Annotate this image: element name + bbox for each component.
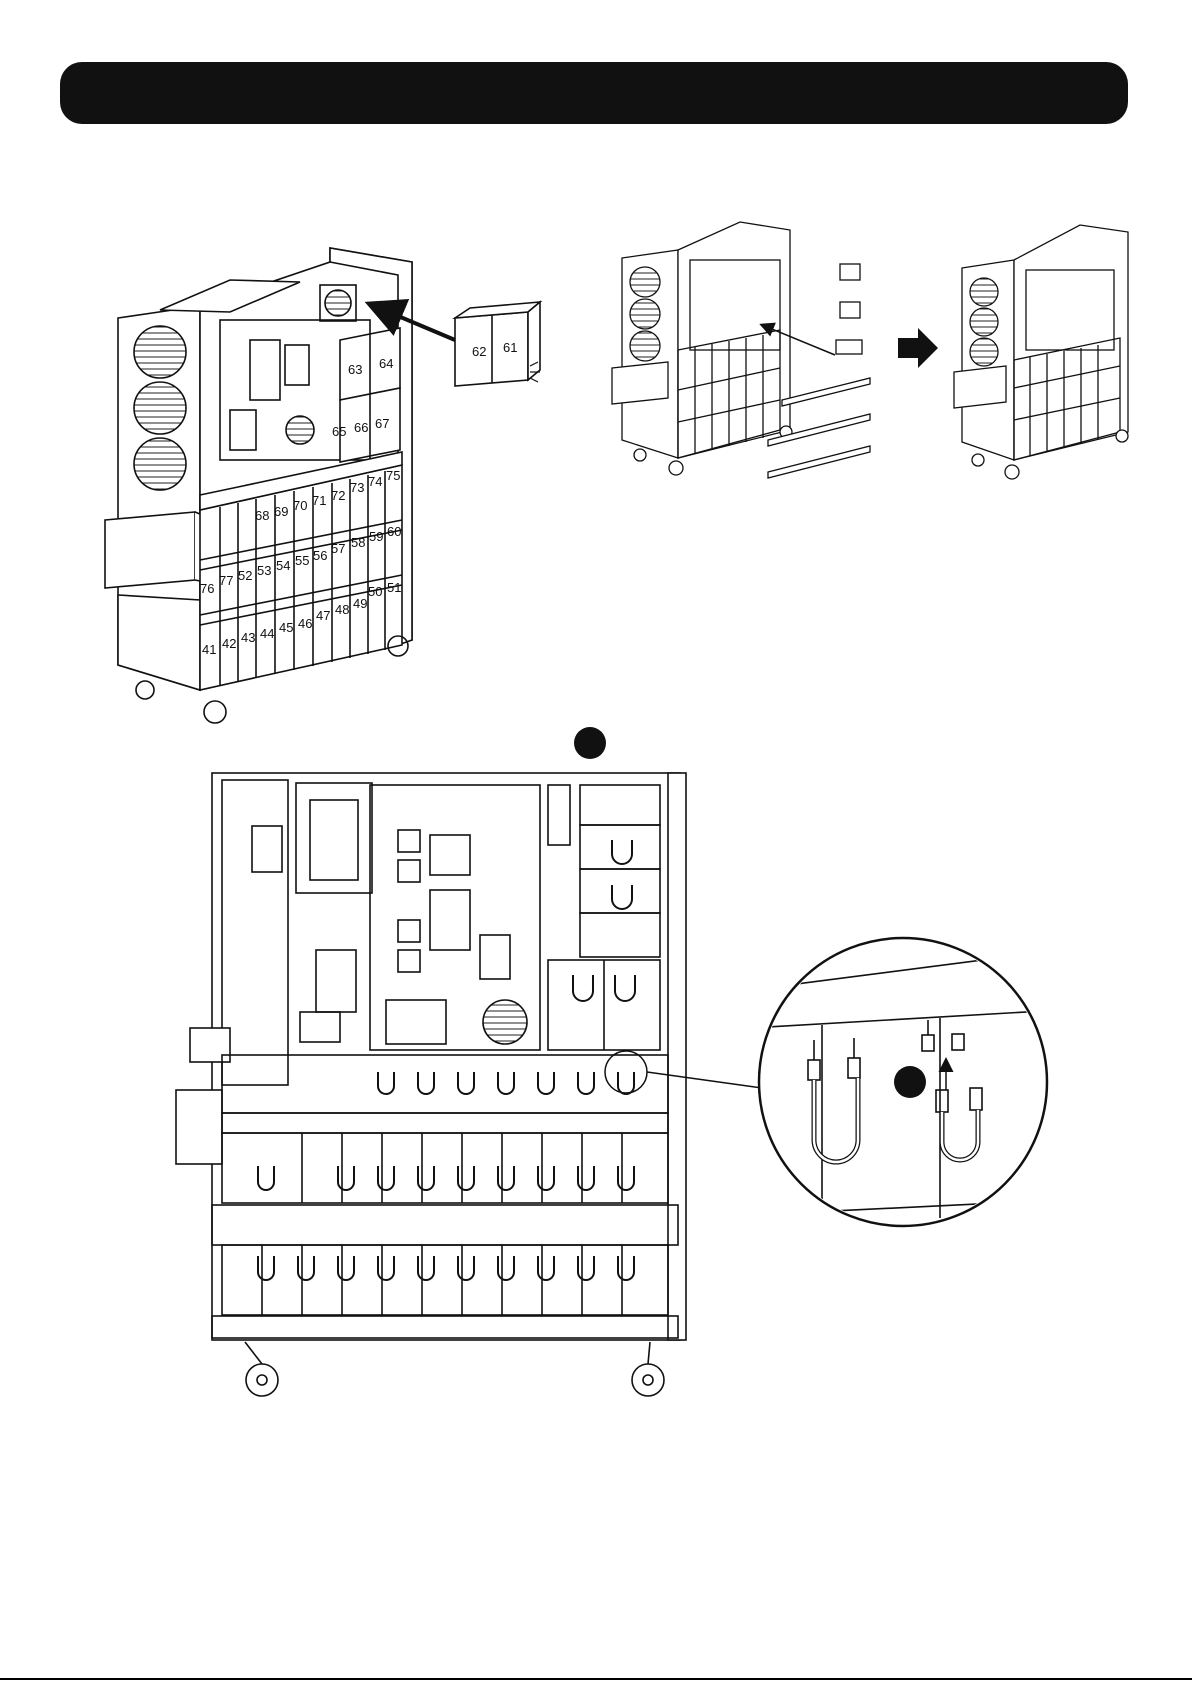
battery-label: 69	[274, 504, 288, 519]
battery-label: 75	[386, 468, 400, 483]
battery-label: 72	[331, 488, 345, 503]
fan-icon	[134, 382, 186, 434]
battery-label: 44	[260, 626, 274, 641]
battery-label: 48	[335, 602, 349, 617]
battery-label: 53	[257, 563, 271, 578]
battery-label: 54	[276, 558, 290, 573]
cabinet-isometric-left	[105, 248, 412, 723]
fan-icon	[325, 290, 351, 316]
battery-label: 73	[350, 480, 364, 495]
battery-label: 62	[472, 344, 486, 359]
page-bottom-rule	[0, 1678, 1192, 1680]
battery-label: 49	[353, 596, 367, 611]
battery-label: 63	[348, 362, 362, 377]
battery-label: 77	[219, 573, 233, 588]
fan-icon	[970, 308, 998, 336]
fan-icon	[134, 438, 186, 490]
fan-icon	[630, 299, 660, 329]
battery-label: 60	[387, 524, 401, 539]
cabinet-after	[954, 225, 1128, 479]
next-step-arrow-icon	[898, 328, 938, 368]
battery-label: 65	[332, 424, 346, 439]
battery-pair	[455, 302, 540, 386]
battery-label: 64	[379, 356, 393, 371]
battery-label: 42	[222, 636, 236, 651]
connector-detail-zoom	[750, 938, 1060, 1235]
battery-label: 74	[368, 474, 382, 489]
battery-label: 59	[369, 529, 383, 544]
step-marker-icon	[894, 1066, 926, 1098]
battery-label: 57	[331, 541, 345, 556]
battery-label: 56	[313, 548, 327, 563]
fan-icon	[134, 326, 186, 378]
battery-label: 67	[375, 416, 389, 431]
battery-label: 52	[238, 568, 252, 583]
fan-icon	[970, 278, 998, 306]
battery-label: 61	[503, 340, 517, 355]
fan-icon	[483, 1000, 527, 1044]
battery-label: 76	[200, 581, 214, 596]
battery-label: 41	[202, 642, 216, 657]
step-marker-icon	[574, 727, 606, 759]
battery-label: 58	[351, 535, 365, 550]
battery-label: 47	[316, 608, 330, 623]
battery-label: 55	[295, 553, 309, 568]
battery-label: 45	[279, 620, 293, 635]
battery-label: 70	[293, 498, 307, 513]
fan-icon	[630, 267, 660, 297]
fan-icon	[286, 416, 314, 444]
battery-label: 46	[298, 616, 312, 631]
battery-label: 68	[255, 508, 269, 523]
fan-icon	[630, 331, 660, 361]
battery-label: 51	[387, 580, 401, 595]
fan-icon	[970, 338, 998, 366]
battery-label: 43	[241, 630, 255, 645]
cabinet-before	[612, 222, 792, 475]
battery-label: 71	[312, 493, 326, 508]
battery-label: 50	[368, 584, 382, 599]
battery-label: 66	[354, 420, 368, 435]
